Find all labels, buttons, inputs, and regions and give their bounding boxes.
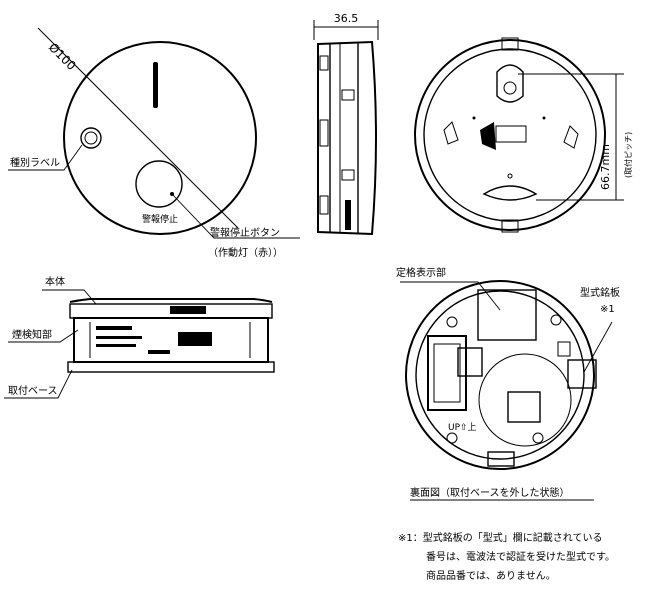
elevation-top-print	[170, 306, 206, 314]
type-plate-label: 型式銘板	[580, 286, 620, 299]
indicator-slot	[153, 62, 158, 108]
back-view-caption: 裏面図（取付ベースを外した状態）	[410, 486, 570, 499]
back-view: 66.7mm (取付ピッチ)	[414, 37, 633, 233]
pitch-dim-label: 66.7mm	[599, 144, 612, 190]
body-leader	[42, 289, 97, 305]
center-connector	[495, 125, 527, 143]
mount-base-label: 取付ベース	[8, 384, 58, 397]
footnote-line-1: ※1：型式銘板の「型式」欄に記載されている	[398, 531, 602, 544]
body-label: 本体	[45, 275, 65, 288]
alarm-stop-button-shape	[135, 160, 183, 208]
elevation-top	[69, 298, 273, 303]
smoke-sensor-leader	[8, 329, 79, 343]
elevation-print-4	[148, 350, 170, 354]
alarm-stop-button-label: 警報停止ボタン	[210, 226, 280, 239]
side-tab-2	[319, 119, 329, 147]
bottom-clip	[487, 451, 515, 467]
open-inner-ring	[415, 290, 585, 460]
side-printed-strip	[345, 200, 351, 230]
rating-display-area	[477, 289, 537, 341]
elevation-view: 本体 煙検知部 取付ベース	[4, 275, 275, 399]
diameter-line	[37, 27, 239, 229]
led-part	[557, 341, 571, 357]
side-tab-3	[319, 195, 329, 215]
mount-base-leader	[4, 369, 73, 399]
side-view: 36.5	[313, 12, 379, 236]
type-plate-mark: ※1	[600, 304, 615, 315]
alarm-stop-leader	[171, 193, 300, 239]
connector-block	[457, 347, 483, 377]
detector-outline	[63, 41, 257, 235]
back-inner-ring	[423, 48, 597, 222]
side-clip-2	[341, 169, 355, 181]
type-plate-area	[567, 359, 597, 389]
rating-display-leader	[400, 281, 501, 311]
pcb-part	[507, 391, 541, 423]
battery-inner	[433, 343, 461, 403]
up-mark: UP⇧上	[448, 422, 477, 433]
keyhole-slot	[496, 64, 524, 103]
back-open-view: 定格表示部 UP⇧上 型式銘板 ※1	[396, 266, 620, 470]
left-ear	[443, 121, 459, 145]
footnote-line-2: 番号は、電波法で認証を受けた型式です。	[426, 550, 615, 563]
open-inner-circle	[478, 353, 572, 447]
right-ear	[563, 125, 579, 149]
open-outline	[405, 280, 595, 470]
kind-label-leader	[8, 144, 83, 171]
elevation-sensor-band	[73, 317, 269, 363]
back-dot-1	[472, 116, 476, 120]
screw-3	[446, 432, 458, 444]
keyhole-hole	[503, 81, 517, 95]
rating-display-label: 定格表示部	[396, 266, 446, 279]
kind-label-dot	[80, 127, 102, 149]
screw-1	[446, 316, 458, 328]
elevation-print-3	[96, 344, 136, 347]
kind-label-text: 種別ラベル	[10, 156, 60, 169]
center-latch	[480, 122, 496, 150]
depth-dim-label: 36.5	[334, 12, 359, 25]
center-small-hole	[507, 173, 513, 179]
bottom-slot	[482, 185, 538, 201]
type-plate-leader	[583, 321, 613, 373]
screw-2	[550, 314, 562, 326]
smoke-sensor-label: 煙検知部	[12, 328, 52, 341]
back-bottom-tab	[501, 219, 519, 233]
footnote-line-3: 商品品番では、ありません。	[426, 569, 556, 582]
elevation-base-band	[67, 361, 275, 373]
indicator-lamp-label: （作動灯（赤））	[208, 246, 283, 259]
side-clip-1	[341, 89, 355, 101]
side-tab-1	[319, 55, 329, 71]
back-top-tab	[501, 37, 519, 51]
front-view: 警報停止 Ø100 種別ラベル 警報停止ボタン （作動灯（赤））	[8, 27, 300, 259]
screw-4	[532, 432, 544, 444]
back-dot-2	[542, 116, 546, 120]
elevation-print-2	[96, 336, 142, 339]
side-profile	[317, 40, 377, 236]
elevation-print-1	[96, 326, 132, 330]
alarm-stop-face-text: 警報停止	[142, 213, 178, 225]
battery-holder	[427, 335, 467, 411]
diameter-label: Ø100	[46, 40, 79, 73]
back-outline	[414, 39, 606, 231]
kind-label-dot-inner	[84, 131, 98, 145]
elevation-print-block	[178, 332, 212, 346]
pitch-dim-note: (取付ピッチ)	[623, 132, 633, 178]
